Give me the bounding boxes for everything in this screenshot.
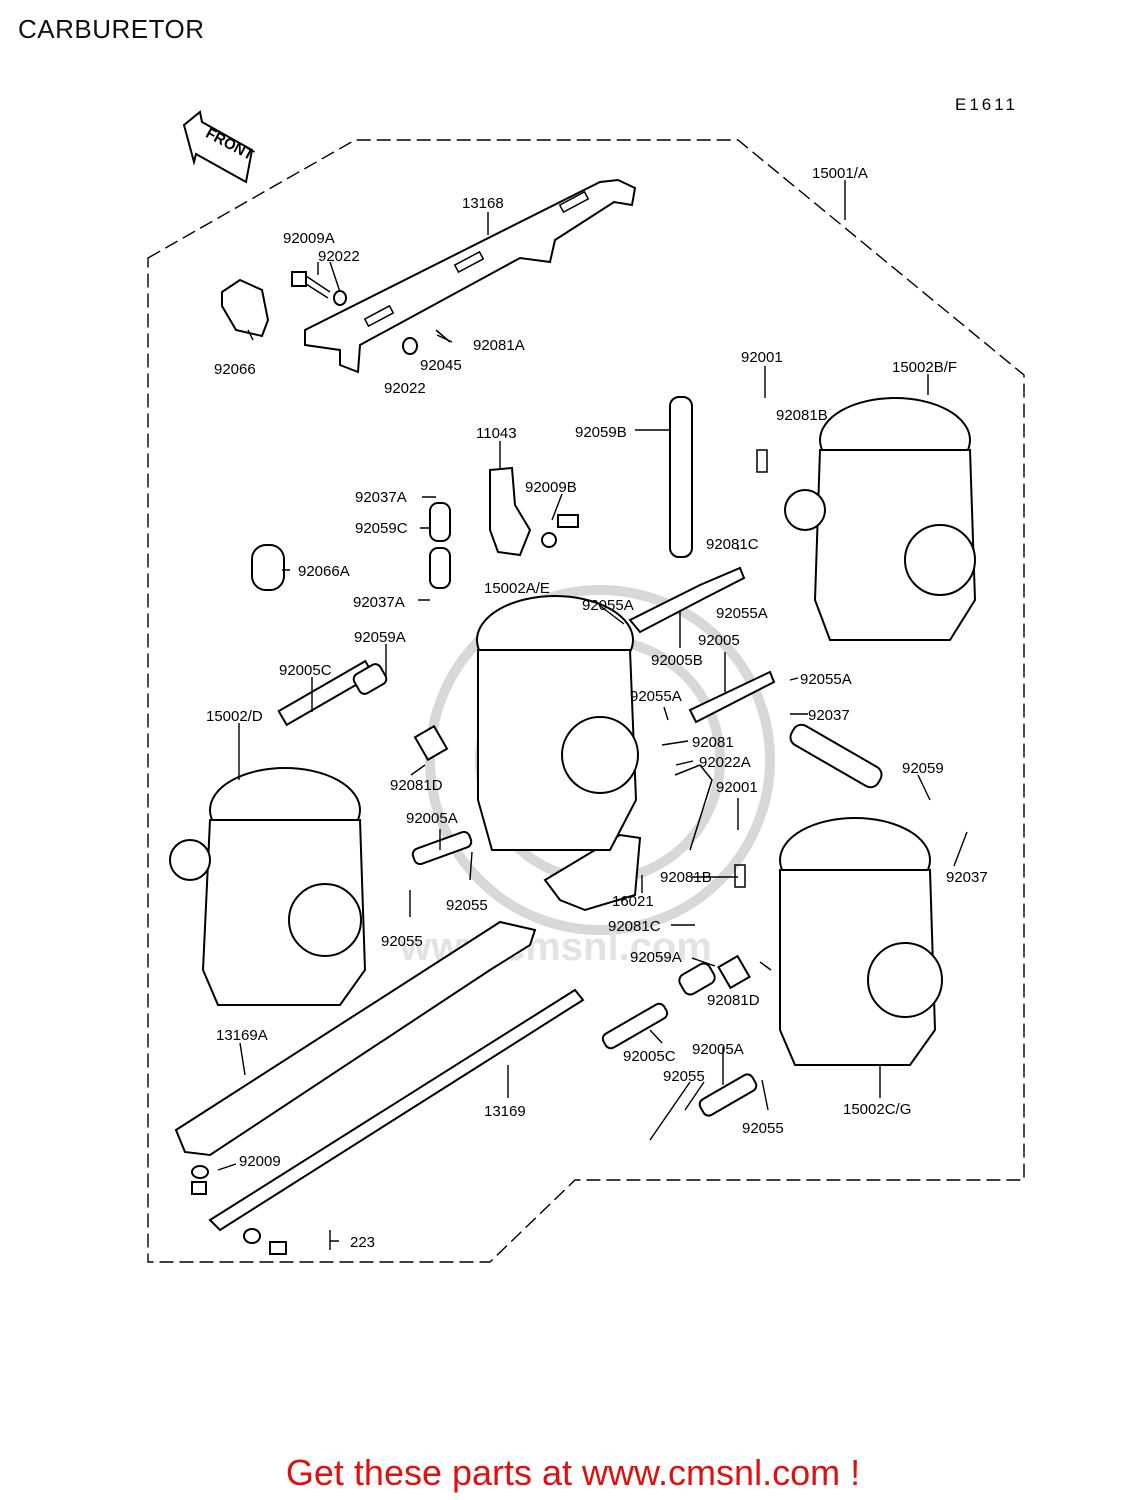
part-label: 92081D (390, 777, 443, 794)
part-label: 92055 (446, 897, 488, 914)
carburetor-15002B-F (784, 397, 977, 641)
part-label: 92045 (420, 357, 462, 374)
part-label: 15002/D (206, 708, 263, 725)
part-label: 92037A (355, 489, 407, 506)
part-label: 13169A (216, 1027, 268, 1044)
part-label: 92009A (283, 230, 335, 247)
washer-92022 (402, 337, 418, 355)
part-label: 92009 (239, 1153, 281, 1170)
part-label: 13168 (462, 195, 504, 212)
spring-92081D (413, 724, 449, 762)
screws-223 (243, 1228, 287, 1255)
part-label: 223 (350, 1234, 375, 1251)
part-label: 92005 (698, 632, 740, 649)
cap-92066A (251, 544, 285, 591)
part-label: 92022A (699, 754, 751, 771)
part-label: 16021 (612, 893, 654, 910)
part-label: 15002B/F (892, 359, 957, 376)
bracket-13168 (304, 178, 637, 374)
part-label: 92055A (800, 671, 852, 688)
part-label: 92005C (623, 1048, 676, 1065)
diagram-code: E1611 (955, 95, 1018, 114)
part-label: 92022 (384, 380, 426, 397)
pipe-92005A (411, 830, 473, 866)
part-label: 92005A (406, 810, 458, 827)
fuel-hose (674, 764, 713, 851)
hose-92059B (669, 396, 693, 558)
part-label: 15002A/E (484, 580, 550, 597)
screw-92009 (191, 1165, 209, 1195)
part-label: 92037A (353, 594, 405, 611)
hose-92059A (352, 663, 388, 695)
page-title: CARBURETOR (18, 14, 205, 44)
part-label: 92081A (473, 337, 525, 354)
plate-13169 (208, 988, 585, 1232)
part-label: 13169 (484, 1103, 526, 1120)
part-label: 92066A (298, 563, 350, 580)
carburetor-15002-D (169, 767, 367, 1006)
part-label: 92081B (660, 869, 712, 886)
bracket-11043 (489, 466, 579, 557)
hose-92059A-lower (678, 962, 716, 996)
part-label: 92005B (651, 652, 703, 669)
fitting-92005 (688, 670, 776, 724)
parts-shop-link[interactable]: Get these parts at www.cmsnl.com ! (285, 1452, 861, 1493)
choke-knob-92066 (221, 278, 270, 338)
part-label: 92001 (741, 349, 783, 366)
part-label: 92081 (692, 734, 734, 751)
part-label: 92037 (946, 869, 988, 886)
part-label: 92055 (381, 933, 423, 950)
part-label: 92059 (902, 760, 944, 777)
front-arrow-icon: FRONT (182, 110, 256, 184)
bolt-92009A (291, 271, 347, 306)
hose-92059C (429, 502, 451, 542)
plate-13169A (174, 920, 537, 1157)
part-label: 92055 (663, 1068, 705, 1085)
pipe-92005C-lower (601, 1002, 669, 1050)
part-label: 92009B (525, 479, 577, 496)
assembly-outline (147, 139, 1025, 1263)
part-label: 92059C (355, 520, 408, 537)
part-label: 15002C/G (843, 1101, 911, 1118)
part-label: 92055A (630, 688, 682, 705)
part-label: 15001/A (812, 165, 868, 182)
fuel-pipe-16021 (543, 833, 642, 912)
carburetor-15002C-G (779, 817, 943, 1066)
part-label: 92022 (318, 248, 360, 265)
part-label: 92055A (716, 605, 768, 622)
fitting-92005B (628, 566, 746, 634)
pipe-92005A-lower (698, 1073, 758, 1117)
part-label: 11043 (476, 425, 517, 442)
part-label: 92059B (575, 424, 627, 441)
spring-92081B (756, 449, 768, 473)
part-label: 92037 (808, 707, 850, 724)
spring-92081B-lower (734, 864, 746, 888)
hose-92059 (789, 723, 883, 789)
part-label: 92059A (630, 949, 682, 966)
footer-bar: Get these parts at www.cmsnl.com ! (0, 1452, 1146, 1494)
part-label: 92005A (692, 1041, 744, 1058)
part-label: 92081B (776, 407, 828, 424)
spring-92081D-lower (717, 954, 751, 990)
part-label: 92055 (742, 1120, 784, 1137)
part-label: 92005C (279, 662, 332, 679)
hose-92059C-lower (429, 547, 451, 589)
carburetor-15002A-E (476, 595, 639, 851)
part-label: 92055A (582, 597, 634, 614)
part-label: 92081C (608, 918, 661, 935)
part-label: 92066 (214, 361, 256, 378)
part-label: 92081C (706, 536, 759, 553)
part-label: 92001 (716, 779, 758, 796)
part-label: 92059A (354, 629, 406, 646)
part-label: 92081D (707, 992, 760, 1009)
